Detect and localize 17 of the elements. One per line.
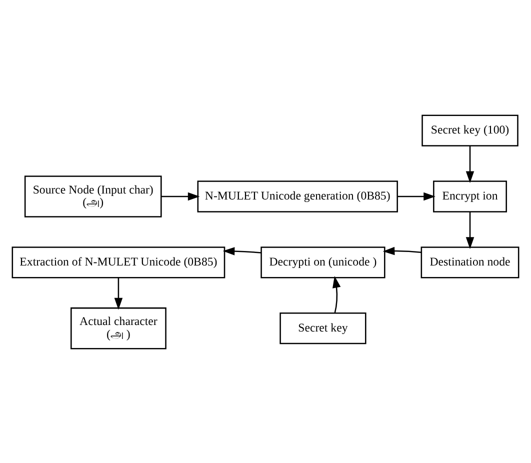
node-box: Encrypt ion — [433, 180, 507, 212]
arrow — [332, 275, 341, 313]
node-box: Secret key (100) — [422, 114, 518, 146]
arrow — [398, 192, 436, 200]
arrow — [222, 246, 262, 255]
node-box: Actual character (அ ) — [70, 306, 166, 349]
arrow — [161, 192, 200, 200]
node-box: Source Node (Input char) (அ) — [24, 175, 162, 217]
arrow — [466, 211, 474, 248]
node-box: Decrypti on (unicode ) — [260, 246, 386, 278]
arrow — [382, 246, 422, 255]
node-box: Extraction of N-MULET Unicode (0B85) — [12, 246, 226, 278]
node-box: Destination node — [420, 246, 520, 278]
arrow — [114, 277, 123, 310]
node-box: Secret key — [280, 312, 366, 344]
node-box: N-MULET Unicode generation (0B85) — [197, 180, 398, 212]
arrow — [466, 146, 474, 183]
